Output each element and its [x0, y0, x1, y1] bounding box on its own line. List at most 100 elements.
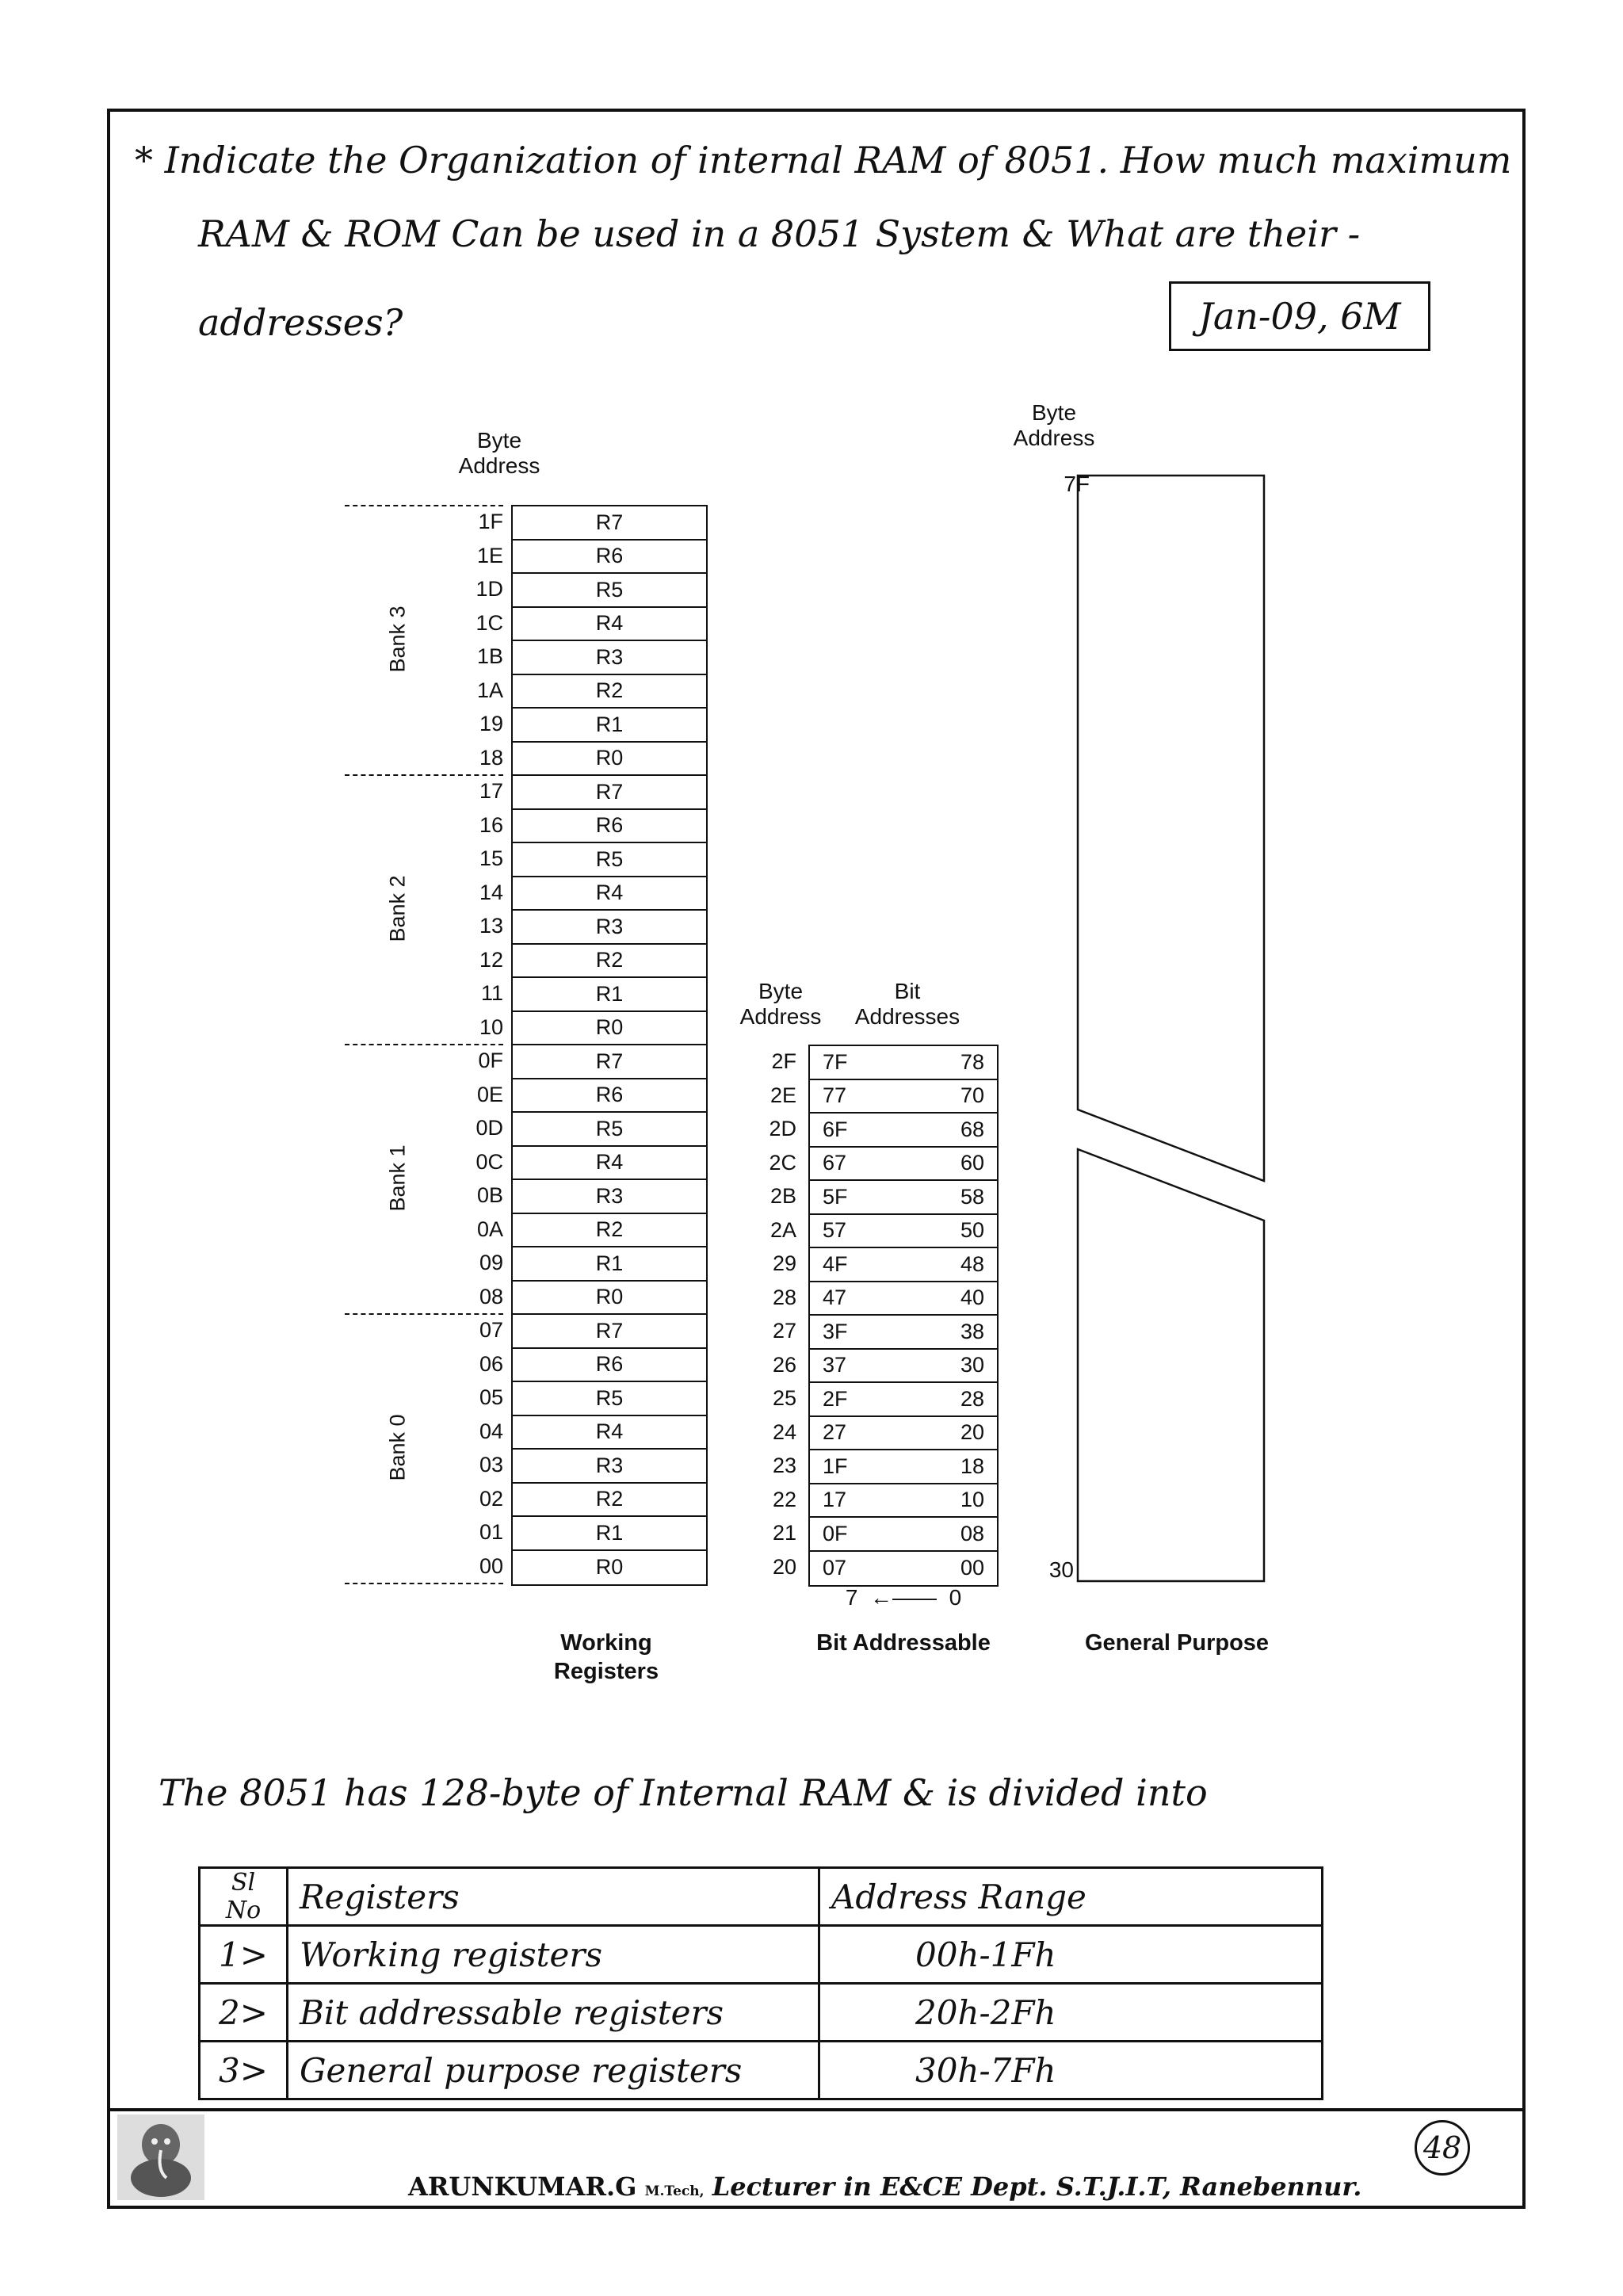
register-address: 19 [479, 712, 503, 735]
register-address: 18 [479, 745, 503, 770]
header-registers: Registers [286, 1866, 820, 1927]
bit-row: 67 60 [810, 1148, 997, 1181]
register-address: 0E [476, 1082, 503, 1106]
header-sl-no: Sl No [198, 1866, 288, 1927]
question-line-3: addresses? [198, 301, 403, 344]
register-address: 1B [476, 644, 503, 668]
register-address: 0A [476, 1217, 503, 1241]
register-address: 13 [479, 914, 503, 938]
bit-high: 47 [823, 1286, 847, 1310]
exam-tag: Jan-09, 6M [1169, 281, 1430, 351]
row-address-range: 20h-2Fh [818, 1982, 1323, 2042]
bank-divider [345, 1583, 503, 1584]
bit-byte-address: 2B [769, 1184, 796, 1208]
bit-high: 07 [823, 1556, 847, 1580]
bit-low: 00 [960, 1556, 984, 1580]
star-mark: * [135, 139, 153, 181]
bit-addressable-caption: Bit Addressable [816, 1630, 991, 1656]
page-frame [107, 109, 1526, 2209]
general-purpose-block [1076, 474, 1266, 1583]
register-address: 00 [479, 1553, 503, 1578]
bit-high: 5F [823, 1184, 848, 1209]
bit-range: 7 ←—— 0 [808, 1585, 999, 1610]
register-cell: R2 [513, 1484, 706, 1517]
bit-low: 30 [960, 1353, 984, 1377]
bit-high: 67 [823, 1151, 847, 1175]
bit-byte-address: 2F [771, 1049, 796, 1073]
table-row: 2> Bit addressable registers 20h-2Fh [198, 1982, 1323, 2042]
bit-range-high: 7 [845, 1585, 858, 1610]
author-name: ARUNKUMAR.G [408, 2172, 637, 2202]
register-address: 03 [479, 1453, 503, 1477]
register-cell: R3 [513, 911, 706, 945]
bit-low: 68 [960, 1117, 984, 1141]
row-register-name: General purpose registers [286, 2040, 820, 2100]
bit-low: 08 [960, 1521, 984, 1545]
bit-byte-address: 2D [769, 1117, 796, 1140]
register-address: 12 [479, 947, 503, 972]
bit-byte-address: 2C [769, 1150, 796, 1175]
register-address: 1E [476, 543, 503, 567]
author-affiliation: Lecturer in E&CE Dept. S.T.J.I.T, Ranebe… [712, 2172, 1362, 2202]
bit-byte-address: 24 [772, 1419, 796, 1444]
register-address: 01 [479, 1520, 503, 1544]
bank-divider [345, 1313, 503, 1315]
bit-byte-address: 20 [772, 1554, 796, 1579]
general-byte-address-header: Byte Address [1013, 400, 1095, 450]
register-address: 17 [479, 779, 503, 803]
table-row: 1> Working registers 00h-1Fh [198, 1924, 1323, 1985]
bit-low: 28 [960, 1386, 984, 1411]
register-address: 14 [479, 880, 503, 904]
register-cell: R5 [513, 1113, 706, 1147]
header-address-range: Address Range [818, 1866, 1323, 1927]
register-cell: R0 [595, 1555, 624, 1580]
left-arrow-icon: ←—— [864, 1585, 943, 1610]
question-line-2: RAM & ROM Can be used in a 8051 System &… [198, 212, 1361, 255]
question-text-1: Indicate the Organization of internal RA… [164, 139, 1512, 181]
table-row: 3> General purpose registers 30h-7Fh [198, 2040, 1323, 2100]
bit-byte-address-header: Byte Address [739, 979, 822, 1029]
row-number: 1> [198, 1924, 288, 1985]
row-register-name: Bit addressable registers [286, 1982, 820, 2042]
register-address: 07 [479, 1318, 503, 1342]
register-address: 11 [480, 981, 503, 1005]
register-address: 16 [479, 812, 503, 837]
row-register-name: Working registers [286, 1924, 820, 1985]
register-address: 1C [475, 610, 503, 635]
bit-high: 4F [823, 1251, 848, 1276]
bit-low: 38 [960, 1319, 984, 1343]
register-address: 15 [479, 846, 503, 870]
register-cell: R3 [513, 641, 706, 675]
bit-high: 1F [823, 1454, 848, 1478]
bit-addresses-header: Bit Addresses [854, 979, 960, 1029]
question-line-1: * Indicate the Organization of internal … [135, 139, 1511, 181]
deity-logo-icon [117, 2115, 204, 2200]
bit-low: 18 [960, 1454, 984, 1478]
bit-byte-address: 28 [772, 1285, 796, 1309]
general-purpose-lower-part [1076, 1148, 1266, 1583]
bank-divider [345, 774, 503, 776]
bit-low: 60 [960, 1151, 984, 1175]
register-cell: R7 [513, 1045, 706, 1079]
bit-high: 0F [823, 1521, 848, 1545]
register-address: 02 [479, 1486, 503, 1511]
register-address: 1A [476, 678, 503, 702]
register-address: 0D [475, 1116, 503, 1140]
bit-byte-address: 27 [772, 1319, 796, 1343]
register-cell: R7 [513, 506, 706, 541]
bit-range-low: 0 [949, 1585, 962, 1610]
register-cell: R2 [513, 675, 706, 709]
bit-low: 48 [960, 1251, 984, 1276]
row-number: 3> [198, 2040, 288, 2100]
row-number: 2> [198, 1982, 288, 2042]
footer-divider [107, 2108, 1526, 2111]
register-cell: R2 [513, 945, 706, 978]
